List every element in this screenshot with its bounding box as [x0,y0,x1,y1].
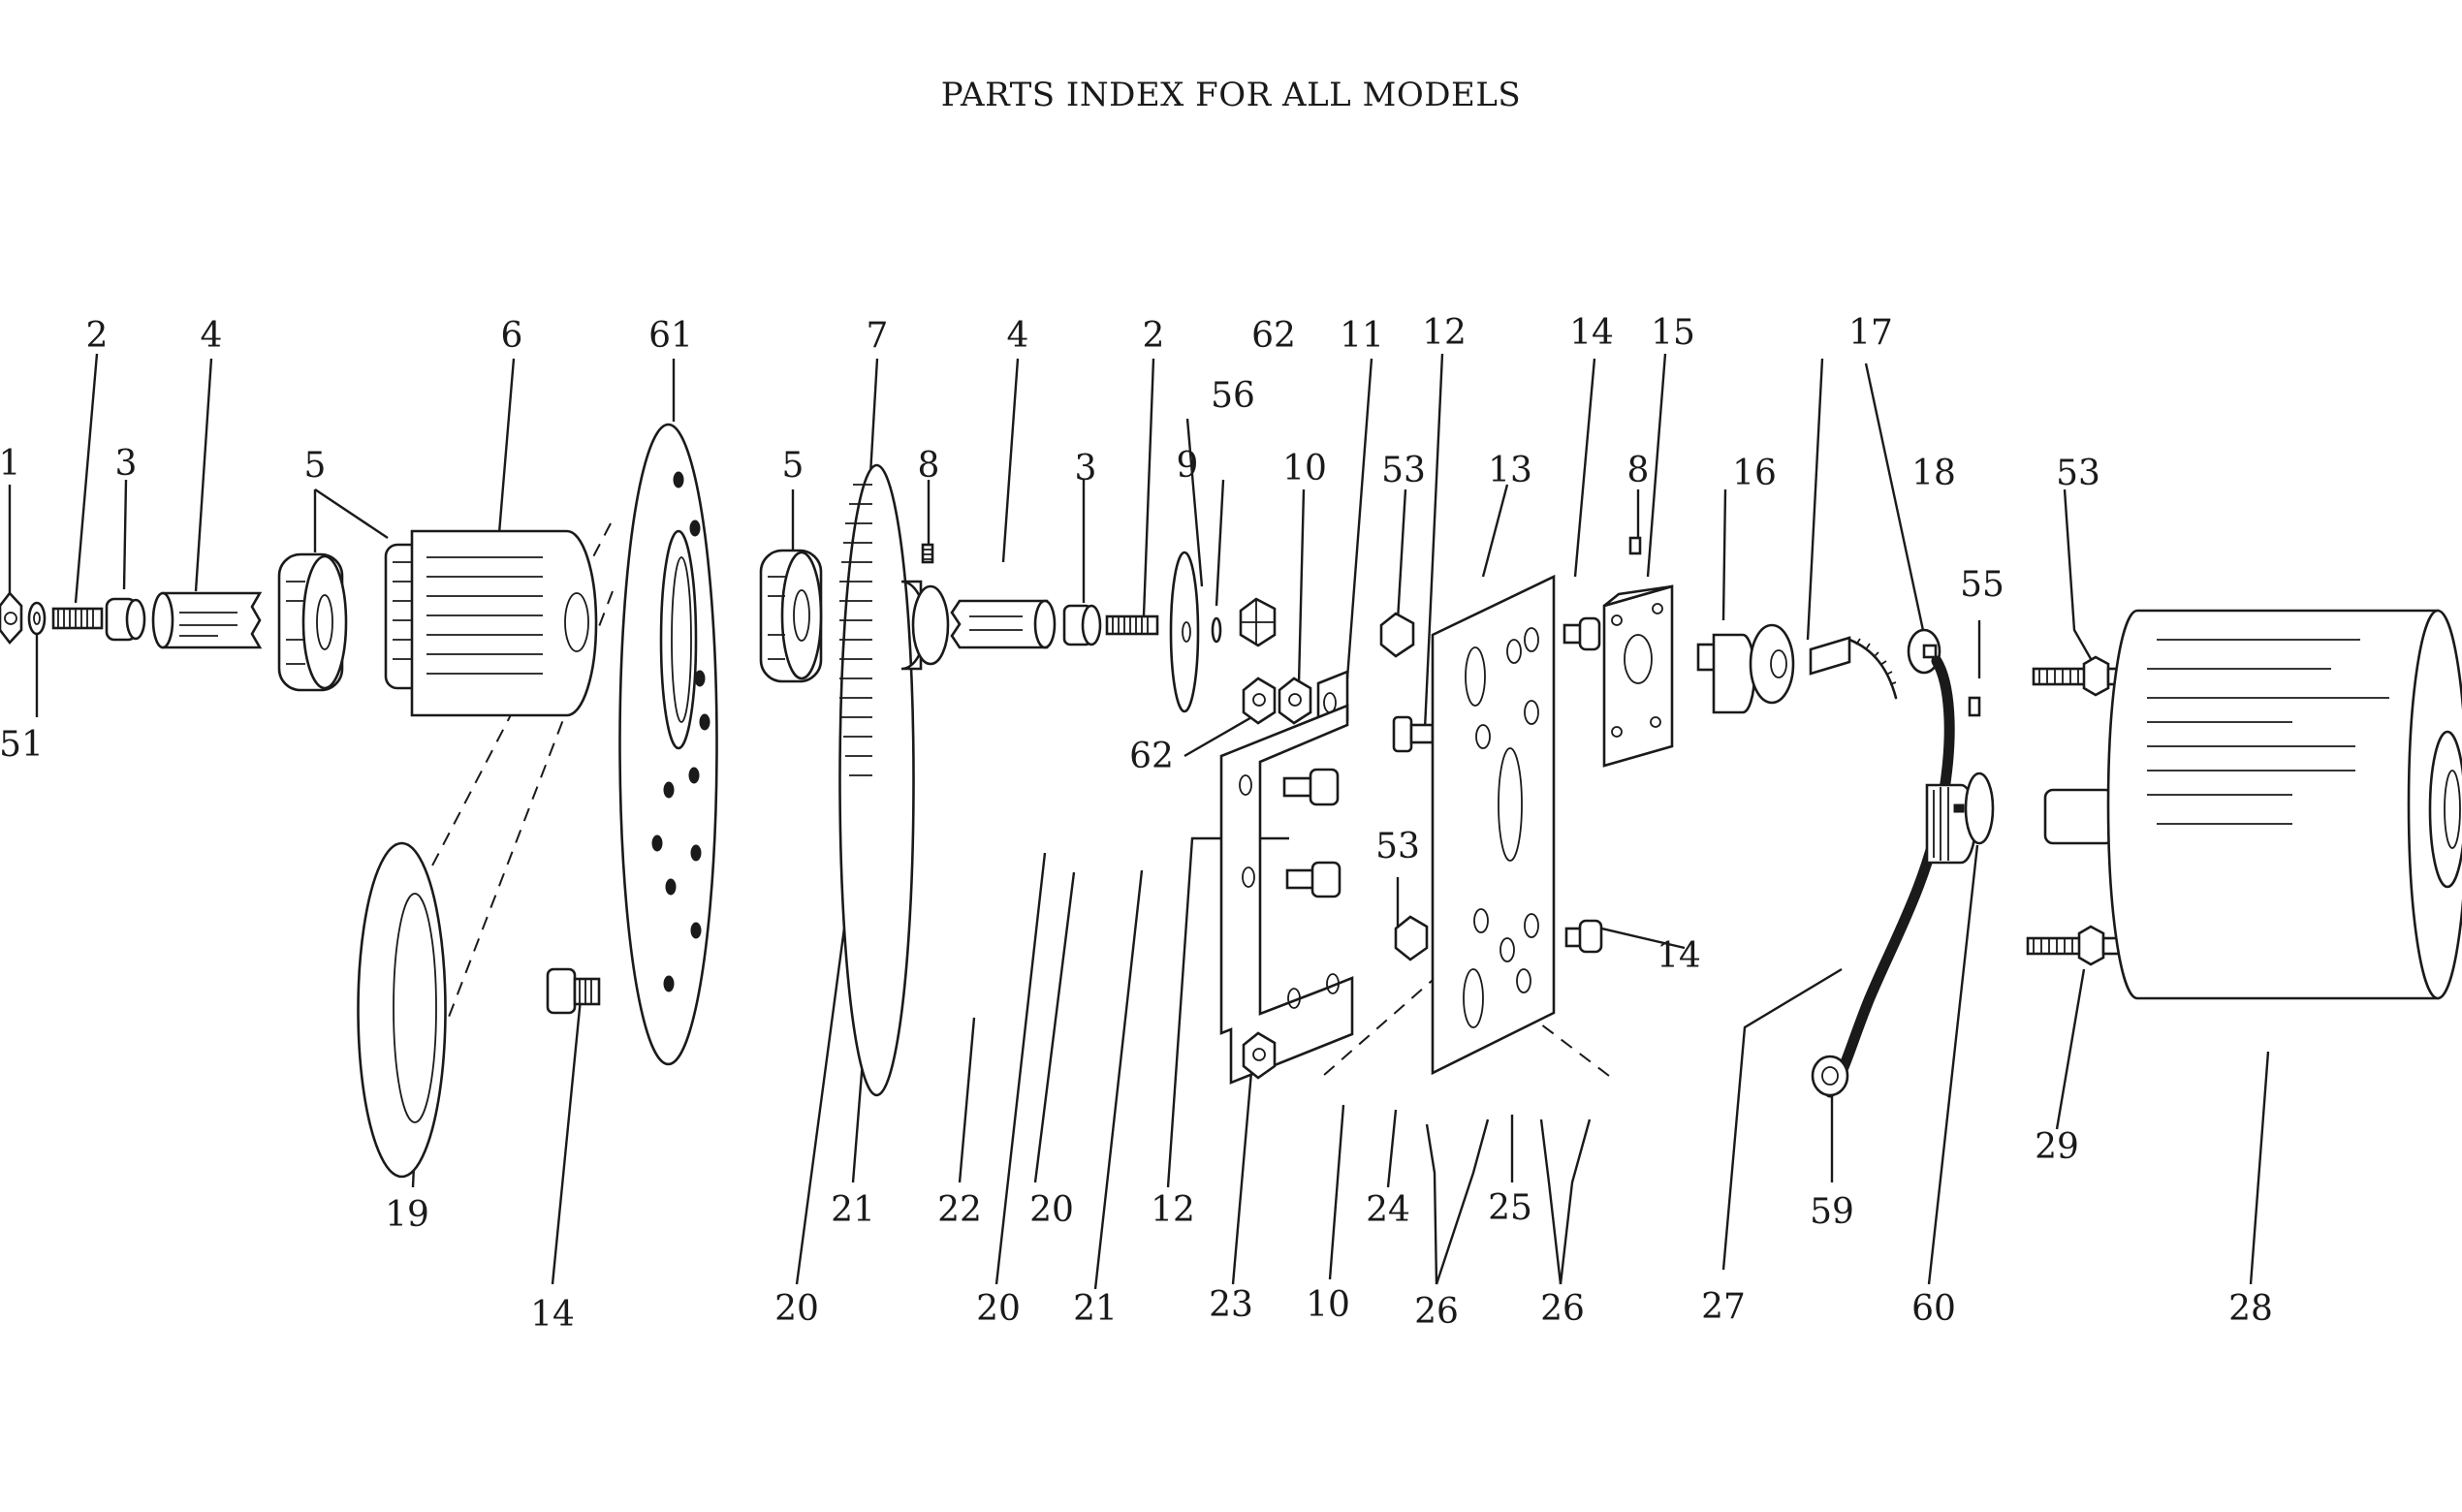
part-8-setscrew-right [1628,536,1642,555]
part-4-shaft-right [950,599,1057,649]
part-1-nut [0,590,23,646]
part-4-shaft [151,591,263,649]
callout-26: 24 [1366,1190,1410,1230]
callout-24: 10 [1306,1285,1350,1325]
part-53-nut-lower [1394,915,1429,961]
callout-53: 53 [2056,454,2100,493]
part-7-large-gear [838,463,950,1097]
callout-56: 56 [1211,376,1255,416]
part-9-disc [1169,551,1200,713]
part-2-screw-right [1105,614,1159,636]
part-12-screw-plate [1392,715,1435,753]
part-5-bearing-right [759,549,823,683]
callout-5: 5 [782,446,805,486]
part-51-washer [27,601,47,636]
part-12-screws-bracket [1282,768,1341,898]
callout-11: 11 [1340,316,1384,356]
part-28-sleeve [1925,772,1995,865]
callout-10: 10 [1282,449,1327,488]
callout-labels: 1 2 3 4 5 6 61 51 19 14 5 7 8 4 3 2 9 56… [0,313,2273,1335]
callout-59: 27 [1701,1287,1746,1327]
callout-21: 21 [831,1190,875,1230]
callout-61: 61 [648,316,693,356]
part-59-wire [1824,655,1955,1098]
callout-15: 15 [1651,313,1695,353]
callout-14: 14 [1569,313,1614,353]
diagram-title: PARTS INDEX FOR ALL MODELS [940,76,1522,114]
part-61-flange-plate [618,423,718,1066]
part-53-nut-upper [1379,612,1415,658]
callout-16: 16 [1732,454,1777,493]
part-19-seal-ring [357,841,447,1179]
callout-19: 19 [385,1195,429,1235]
callout-25: 26 [1414,1292,1459,1332]
callout-26: 25 [1488,1188,1532,1228]
callout-53: 29 [2035,1127,2079,1167]
callout-3: 3 [1075,449,1097,488]
callout-7: 7 [867,316,889,356]
part-14-bolt-left [546,967,601,1015]
part-8-setscrew [921,543,934,564]
callout-55: 55 [1960,565,2004,605]
part-11-bracket [1219,670,1354,1085]
callout-5: 5 [304,446,327,486]
callout-22: 22 [937,1190,982,1230]
callout-28: 60 [1911,1289,1956,1329]
callout-4: 4 [201,316,223,356]
part-3-bushing-right [1062,604,1102,646]
callout-17: 17 [1848,313,1893,353]
part-29-motor [2043,609,2462,1000]
callout-18: 18 [1911,454,1956,493]
part-6-hub [384,529,598,717]
part-62-nut-top [1239,597,1277,647]
callout-1: 1 [0,444,20,484]
part-17-brush [1809,636,1898,700]
callout-3: 3 [115,444,138,484]
callout-12: 12 [1151,1190,1195,1230]
callout-27: 26 [1540,1289,1585,1329]
callout-21: 20 [976,1289,1021,1329]
callout-6: 6 [501,316,523,356]
callout-8: 8 [918,446,940,486]
callout-60: 59 [1810,1192,1854,1232]
part-2-screw [51,607,104,630]
part-16-coupling [1696,623,1795,714]
callout-20: 20 [1029,1190,1074,1230]
callout-4: 4 [1007,316,1029,356]
callout-62: 62 [1251,316,1296,356]
callout-10: 23 [1209,1285,1253,1325]
callout-8: 8 [1627,451,1650,490]
callout-51: 51 [0,725,44,765]
callout-2: 2 [86,316,109,356]
callout-12: 12 [1422,313,1467,353]
part-3-bushing [105,597,146,642]
callout-14: 14 [530,1295,575,1335]
callout-29: 28 [2228,1289,2273,1329]
part-56-washer [1211,616,1222,644]
callout-62: 62 [1129,737,1174,776]
part-15-block [1602,584,1674,768]
callout-23: 21 [1073,1289,1118,1329]
callout-13: 13 [1488,451,1532,490]
part-14-screws-plate [1562,616,1603,954]
callout-53: 53 [1375,827,1420,866]
callout-14: 14 [1657,936,1701,976]
part-55-setscrew [1968,696,1981,717]
part-5-bearing-left [277,552,348,692]
callout-53: 53 [1381,451,1426,490]
callout-2: 2 [1143,316,1165,356]
part-62-nuts-pair [1242,677,1312,725]
part-13-mounting-plate [1431,574,1556,1076]
part-10-nut-bottom [1242,1031,1277,1080]
callout-20: 20 [774,1289,819,1329]
part-60-terminal [1811,1055,1849,1097]
callout-9: 9 [1177,446,1199,486]
